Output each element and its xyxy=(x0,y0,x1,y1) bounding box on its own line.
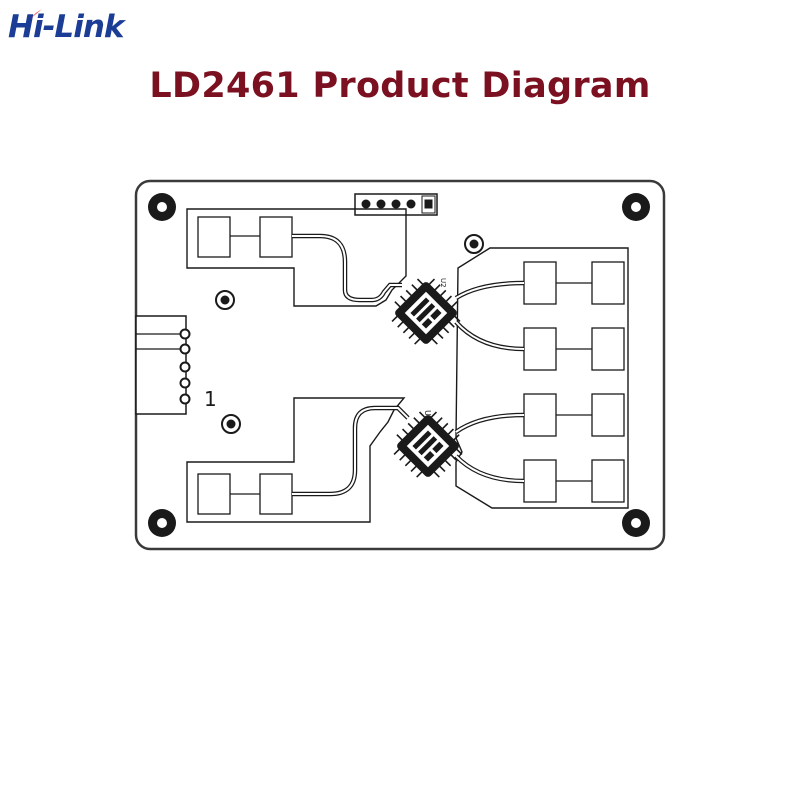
radar-chip-top xyxy=(391,278,461,345)
brand-name: Hi-Link xyxy=(8,9,125,45)
brand-logo: Hi-Link xyxy=(8,8,168,48)
logo-star-icon xyxy=(30,9,42,19)
chip-label-u3: U3 xyxy=(423,410,432,421)
tx-antenna-top xyxy=(197,216,402,303)
left-pin-header xyxy=(135,315,191,415)
radar-chip-bottom xyxy=(393,411,463,478)
pin1-label: 1 xyxy=(204,387,217,411)
rx-antenna-array xyxy=(523,261,625,503)
mounting-holes xyxy=(148,193,650,537)
tx-antenna-bottom xyxy=(197,405,410,515)
top-pin-header xyxy=(354,193,438,216)
vias xyxy=(215,234,484,434)
rx-feed-lines xyxy=(454,280,525,484)
antenna-region-right xyxy=(455,247,629,509)
antenna-region-top-left xyxy=(186,208,407,307)
chip-label-u2: U2 xyxy=(439,278,447,288)
page-title: LD2461 Product Diagram xyxy=(149,66,651,106)
